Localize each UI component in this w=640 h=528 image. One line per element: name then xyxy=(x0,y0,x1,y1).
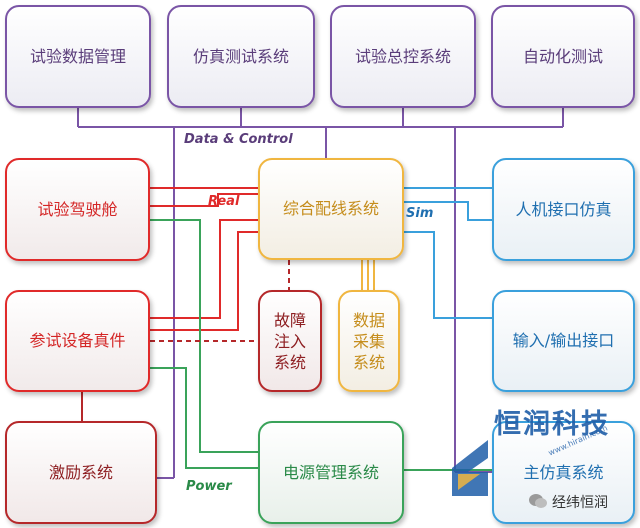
company-watermark: 恒润科技 www.hirain.com 经纬恒润 xyxy=(442,400,638,528)
real-test-equipment-box: 参试设备真件 xyxy=(5,290,150,392)
main-simulation-system-box: 主仿真系统 xyxy=(492,421,635,524)
automated-test-box: 自动化测试 xyxy=(491,5,635,108)
simulation-test-system-box: 仿真测试系统 xyxy=(167,5,315,108)
fault-injection-line-3: 系统 xyxy=(273,352,306,372)
hmi-simulation-box: 人机接口仿真 xyxy=(492,158,635,261)
fault-injection-line-2: 注入 xyxy=(273,331,306,351)
real-label: Real xyxy=(208,194,240,209)
power-label: Power xyxy=(186,479,232,494)
real-signal-lines xyxy=(150,187,258,331)
data-acquisition-line-2: 采集 xyxy=(352,331,385,351)
data-control-bus xyxy=(77,108,564,479)
integrated-wiring-system-box: 综合配线系统 xyxy=(258,158,404,260)
io-interface-box: 输入/输出接口 xyxy=(492,290,635,392)
wechat-icon xyxy=(529,494,547,508)
data-control-label: Data & Control xyxy=(184,132,293,147)
sim-label: Sim xyxy=(406,206,434,221)
fault-injection-system-box: 故障 注入 系统 xyxy=(258,290,322,392)
test-data-management-box: 试验数据管理 xyxy=(5,5,151,108)
data-acquisition-line-1: 数据 xyxy=(352,310,385,330)
power-lines xyxy=(150,219,492,471)
stimulus-system-box: 激励系统 xyxy=(5,421,157,524)
test-cockpit-box: 试验驾驶舱 xyxy=(5,158,150,261)
data-acquisition-lines xyxy=(361,260,375,290)
fault-injection-line-1: 故障 xyxy=(273,310,306,330)
wechat-account-name: 经纬恒润 xyxy=(552,495,608,511)
company-name: 恒润科技 xyxy=(494,409,610,440)
data-acquisition-system-box: 数据 采集 系统 xyxy=(338,290,400,392)
hirain-logo-icon xyxy=(452,440,488,496)
fault-injection-lines xyxy=(150,260,290,342)
sim-signal-lines xyxy=(404,187,492,319)
test-master-control-box: 试验总控系统 xyxy=(330,5,476,108)
power-management-system-box: 电源管理系统 xyxy=(258,421,404,524)
data-acquisition-line-3: 系统 xyxy=(352,352,385,372)
